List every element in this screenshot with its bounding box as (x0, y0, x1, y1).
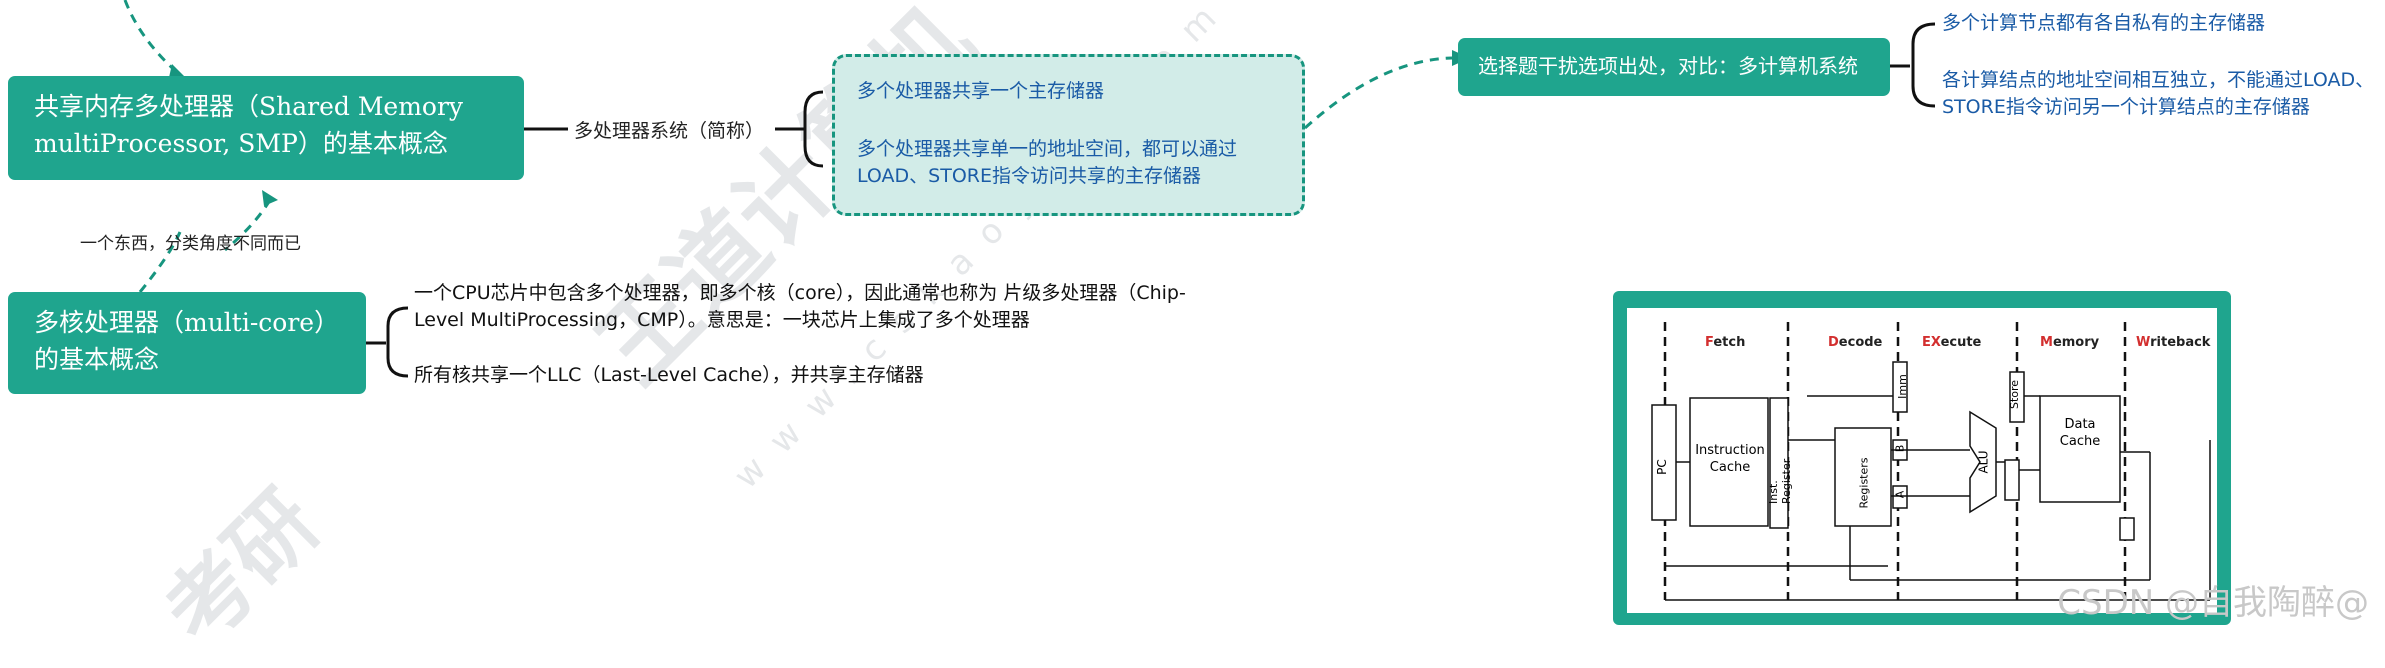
pipeline-diagram (1651, 322, 2211, 601)
contrast-point-1: 多个计算节点都有各自私有的主存储器 (1942, 12, 2266, 34)
block-store: Store (2008, 379, 2022, 410)
contrast-node[interactable]: 选择题干扰选项出处，对比：多计算机系统 (1458, 38, 1890, 96)
block-registers: Registers (1857, 457, 1871, 509)
contrast-point-2: 各计算结点的地址空间相互独立，不能通过LOAD、STORE指令访问另一个计算结点… (1942, 69, 2375, 118)
multicore-title: 多核处理器（multi-core）的基本概念 (34, 308, 340, 374)
block-a: A (1893, 490, 1907, 499)
smp-abbr-label: 多处理器系统（简称） (574, 120, 765, 142)
block-ireg: Inst. Register (1767, 458, 1793, 504)
smp-node[interactable]: 共享内存多处理器（Shared Memory multiProcessor, S… (8, 76, 524, 180)
stage-writeback: Writeback (2136, 335, 2211, 350)
smp-point-2: 多个处理器共享单一的地址空间，都可以通过LOAD、STORE指令访问共享的主存储… (857, 138, 1238, 187)
block-dcache: Data Cache (2059, 417, 2101, 449)
multicore-node[interactable]: 多核处理器（multi-core）的基本概念 (8, 292, 366, 394)
smp-title: 共享内存多处理器（Shared Memory multiProcessor, S… (34, 92, 464, 158)
smp-point-1: 多个处理器共享一个主存储器 (857, 80, 1105, 102)
block-imm: Imm (1895, 374, 1909, 399)
multicore-point-2: 所有核共享一个LLC（Last-Level Cache），并共享主存储器 (414, 364, 924, 386)
multicore-point-1: 一个CPU芯片中包含多个处理器，即多个核（core），因此通常也称为 片级多处理… (414, 282, 1186, 331)
stage-execute: EXecute (1922, 335, 1982, 350)
relation-label: 一个东西，分类角度不同而已 (80, 234, 301, 254)
connector-lines (123, 0, 1936, 378)
block-b: B (1893, 444, 1907, 453)
block-alu: ALU (1976, 450, 1991, 474)
smp-points-box (832, 54, 1305, 216)
footer-credit: CSDN @自我陶醉@ (2057, 583, 2369, 623)
contrast-title: 选择题干扰选项出处，对比：多计算机系统 (1478, 54, 1858, 78)
stage-fetch: Fetch (1705, 335, 1746, 350)
stage-decode: Decode (1828, 335, 1883, 350)
block-icache: Instruction Cache (1695, 443, 1765, 475)
block-pc: PC (1654, 459, 1669, 475)
stage-memory: Memory (2040, 335, 2100, 350)
